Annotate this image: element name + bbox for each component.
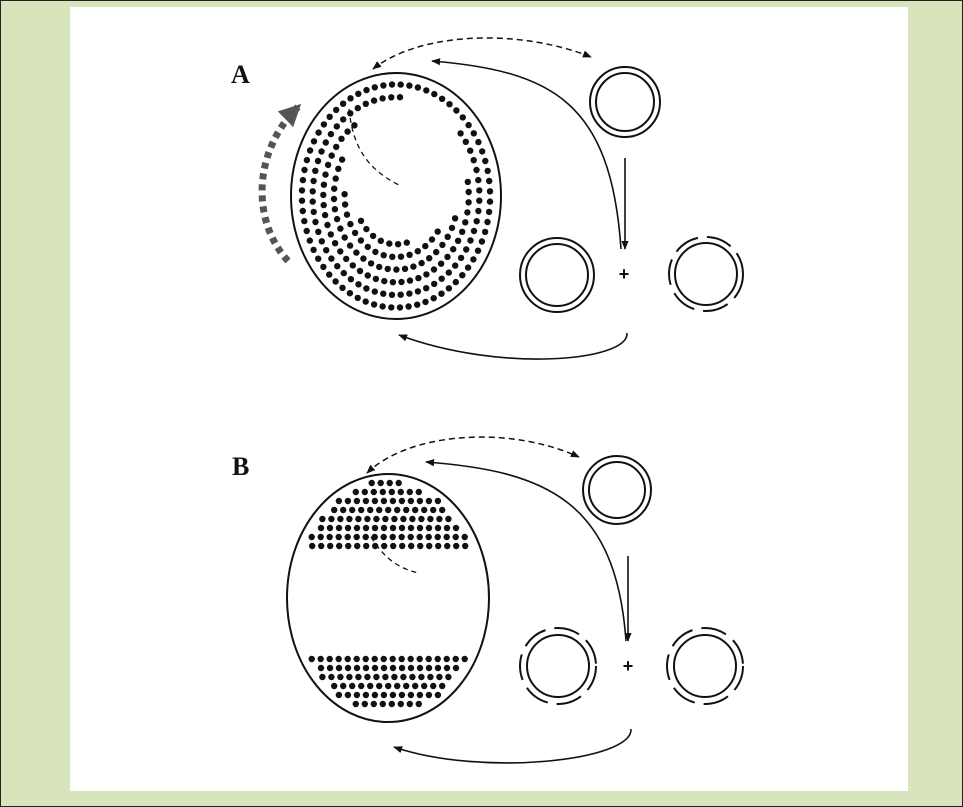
panel-a-top-small-cell <box>590 67 660 137</box>
panel-a-large-cell <box>291 73 501 319</box>
panel-b-label: B <box>232 452 249 481</box>
panel-a-plus: + <box>619 264 630 284</box>
panel-a-return-arrow <box>399 333 627 359</box>
figure-panel: A + <box>70 7 908 791</box>
panel-b-large-cell <box>287 474 489 722</box>
panel-a-dashed-arrow <box>373 38 591 69</box>
panel-a: A + <box>231 38 743 359</box>
panel-b-bottom-left-cell <box>520 628 596 704</box>
rotation-arrow <box>262 107 298 261</box>
panel-b: B + <box>232 437 743 763</box>
panel-b-top-small-cell <box>583 456 651 524</box>
panel-b-return-arrow <box>394 729 631 763</box>
panel-a-bottom-right-cell <box>669 237 743 311</box>
panel-a-bottom-left-cell <box>520 238 594 312</box>
panel-b-curved-arrow <box>426 462 626 641</box>
cell-cycle-diagram: A + <box>70 7 908 791</box>
panel-a-label: A <box>231 60 250 89</box>
panel-b-bottom-right-cell <box>667 628 743 704</box>
panel-b-plus: + <box>623 656 634 676</box>
